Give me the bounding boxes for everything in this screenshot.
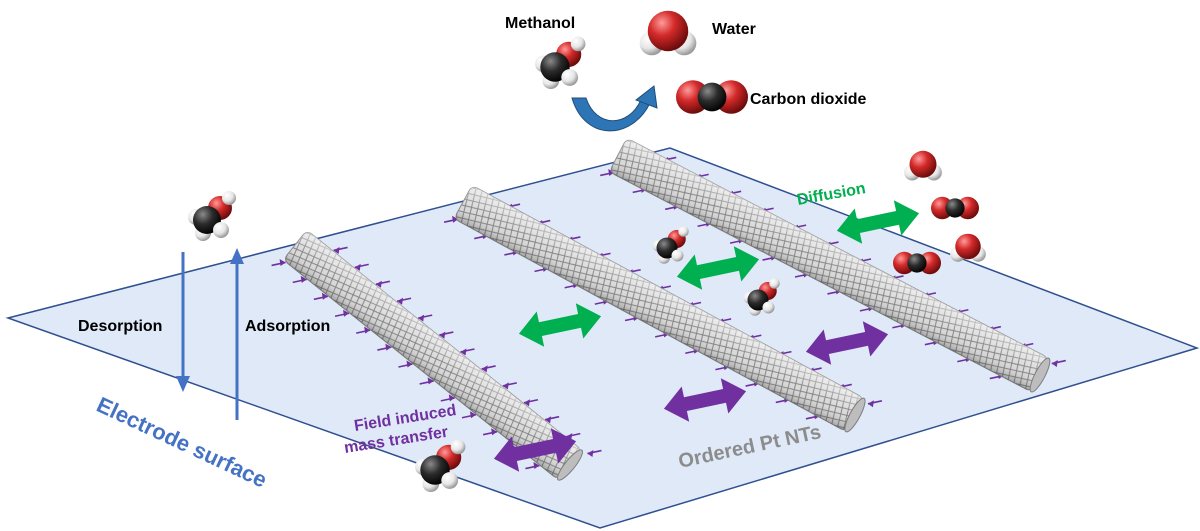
pt-nanotube-icon [610, 139, 1051, 393]
diffusion-arrow [518, 303, 602, 347]
field-arrow-mark [460, 348, 475, 356]
water-label: Water [712, 21, 756, 38]
desorption-arrow [176, 252, 190, 392]
field-arrow-mark [587, 449, 602, 458]
field-arrow-mark [440, 394, 455, 402]
carbon-dioxide-label: Carbon dioxide [750, 91, 867, 108]
methanol-molecule-icon [652, 226, 689, 264]
electrode-plane [5, 147, 1200, 529]
field-arrow-mark [334, 309, 350, 318]
field-arrow-mark [867, 400, 883, 408]
pt-nanotube-icon [285, 232, 583, 481]
field-arrow-mark [525, 462, 540, 470]
field-arrow-mark [600, 168, 615, 177]
methanol-molecule-icon [188, 191, 236, 241]
carbon-dioxide-molecule-icon [931, 196, 979, 220]
carbon-dioxide-molecule-icon [676, 80, 748, 114]
field-arrow-mark [419, 377, 434, 385]
field-arrow-mark [356, 326, 371, 334]
methanol-molecule-icon [535, 36, 586, 90]
water-molecule-icon [904, 150, 942, 181]
field-arrow-mark [502, 382, 517, 390]
mass-transfer-arrow [663, 378, 747, 422]
field-arrow-mark [292, 275, 307, 284]
water-molecule-icon [639, 10, 697, 56]
reaction-curved-arrow [571, 85, 658, 132]
field-arrow-mark [377, 343, 392, 351]
field-arrow-mark [313, 292, 329, 301]
field-arrow-mark [544, 415, 560, 424]
field-arrow-mark [482, 428, 498, 436]
methanol-molecule-icon [743, 278, 780, 316]
field-arrow-mark [396, 297, 412, 305]
field-arrow-mark [354, 263, 369, 271]
methanol-label: Methanol [505, 15, 575, 32]
diffusion-arrow [836, 200, 920, 244]
field-arrow-mark [1051, 359, 1066, 368]
diffusion-arrow [676, 246, 760, 290]
desorption-label: Desorption [78, 318, 162, 335]
carbon-dioxide-molecule-icon [893, 251, 941, 275]
adsorption-label: Adsorption [245, 318, 330, 335]
field-arrow-mark [398, 360, 413, 368]
field-arrow-mark [271, 258, 286, 267]
diffusion-label: Diffusion [796, 180, 867, 209]
field-arrow-mark [375, 280, 391, 288]
field-arrow-mark [523, 398, 539, 407]
field-arrow-mark [333, 246, 348, 254]
field-arrow-mark [443, 215, 459, 223]
field-arrow-mark [418, 314, 433, 322]
field-arrow-mark [461, 411, 477, 419]
adsorption-arrow [230, 248, 244, 420]
methanol-molecule-icon [415, 439, 466, 493]
water-molecule-icon [950, 233, 986, 262]
pt-nanotube-icon [455, 186, 866, 433]
mass-transfer-arrow [805, 321, 889, 365]
mass-transfer-arrow [493, 428, 577, 472]
field-arrow-mark [439, 331, 454, 339]
electrode-surface-label: Electrode surface [93, 392, 271, 493]
transfer-arrows [493, 200, 920, 472]
pt-nanotubes [285, 139, 1051, 481]
field-arrow-mark [566, 432, 581, 441]
field-arrow-mark [481, 365, 496, 373]
